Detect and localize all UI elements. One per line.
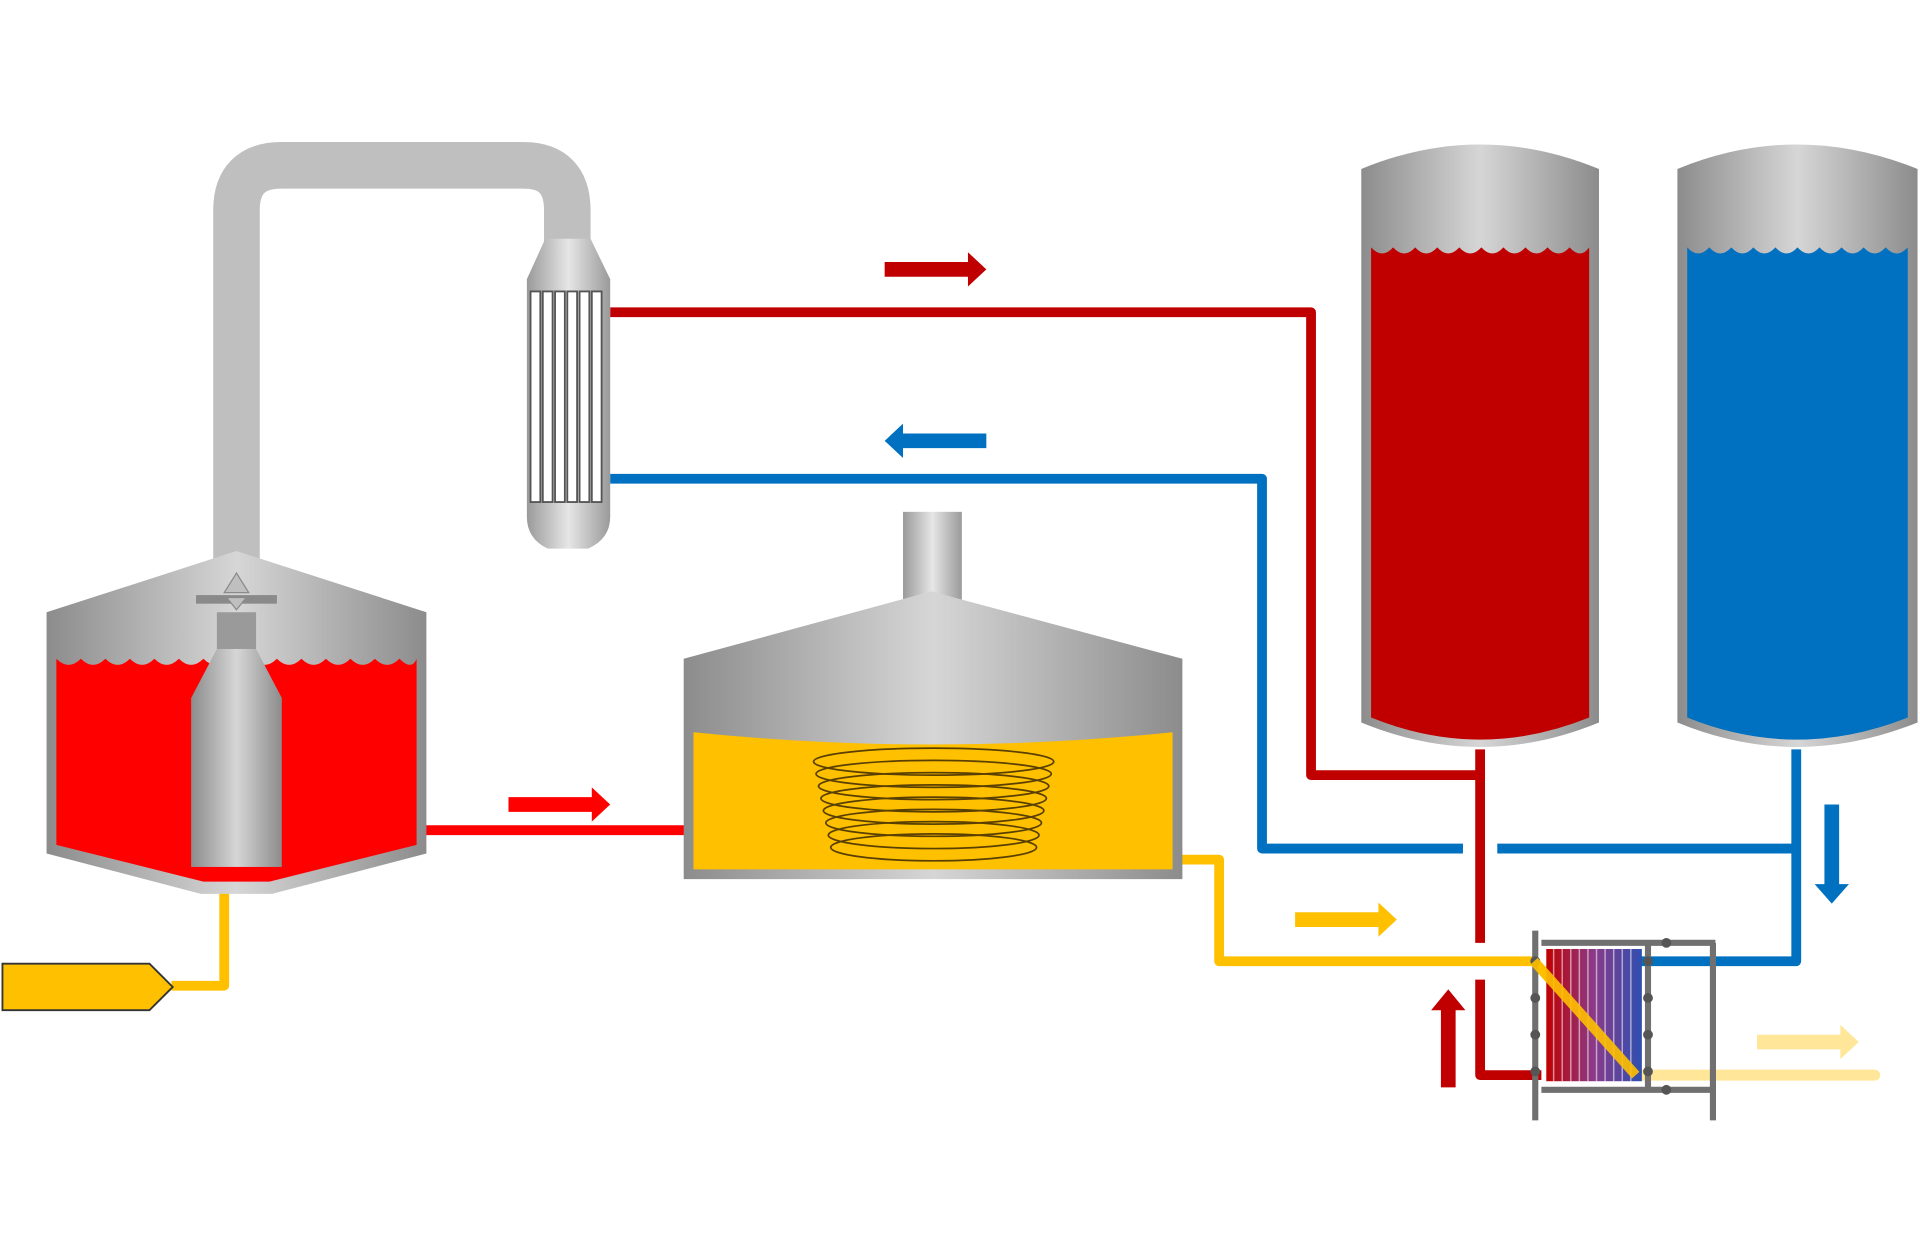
arrow-down-cold-water xyxy=(1814,804,1849,904)
hot-water-pipe-condenser-to-tank xyxy=(610,307,1481,780)
exchanger-wort-path xyxy=(1530,957,1640,1079)
hot-water-pipe-exchanger-return xyxy=(1475,979,1542,1080)
heating-coil-icon xyxy=(812,747,1055,862)
kettle-internal-boiler xyxy=(191,697,282,867)
wort-inlet-pipe xyxy=(171,887,230,991)
wort-inlet xyxy=(1,962,175,1012)
plate-heat-exchanger xyxy=(1530,930,1716,1121)
arrow-right-wort xyxy=(1295,902,1397,937)
arrow-up-hot-water xyxy=(1431,989,1466,1088)
exchanger-frame xyxy=(1532,930,1716,1121)
hot-water-tank xyxy=(1361,144,1599,747)
cold-water-pipe-tank-to-exchanger xyxy=(1629,749,1802,967)
vapour-pipe xyxy=(213,142,591,564)
hot-tank-contents xyxy=(1371,247,1590,740)
cold-water-tank xyxy=(1677,144,1918,747)
arrow-right-hot-water xyxy=(884,252,987,287)
wort-kettle xyxy=(46,551,427,894)
exchanger-bolts xyxy=(1530,937,1672,1095)
kettle-spreader-icon xyxy=(223,571,250,611)
whirlpool-contents xyxy=(693,732,1173,870)
condenser-tube-bundle xyxy=(529,290,603,503)
flow-arrows xyxy=(508,252,1859,1088)
vapour-condenser xyxy=(526,238,611,549)
cold-tank-contents xyxy=(1687,247,1908,740)
whirlpool-tun xyxy=(683,511,1183,880)
cold-water-pipe-to-condenser xyxy=(610,473,1463,854)
kettle-boiler-cone xyxy=(191,648,282,698)
kettle-boiler-neck xyxy=(216,612,257,649)
arrow-left-cold-water xyxy=(884,423,987,458)
whirlpool-chimney xyxy=(903,511,962,600)
arrow-right-cooled-wort xyxy=(1757,1024,1859,1060)
pipework xyxy=(171,142,1881,1081)
arrow-right-hot-wort xyxy=(508,787,611,822)
